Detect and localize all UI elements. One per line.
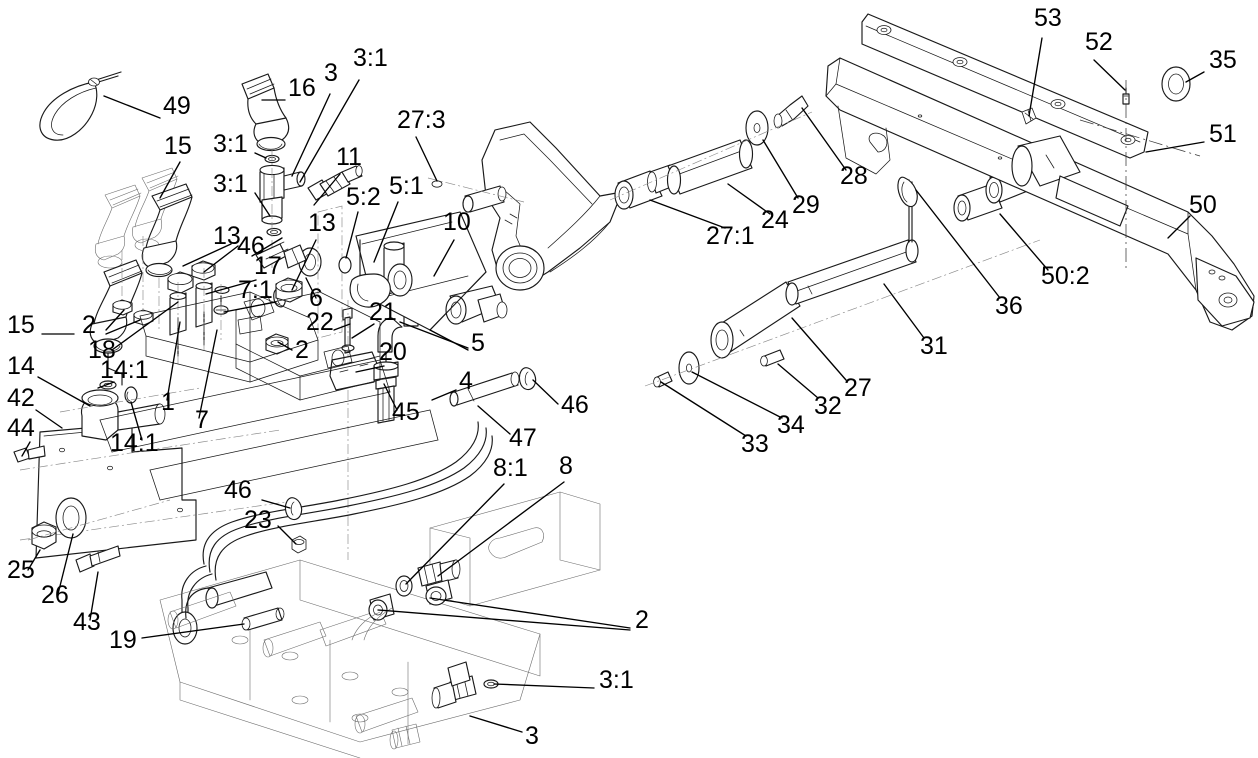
part-group-lift-arm-casting <box>427 121 623 291</box>
callout-42[interactable]: 42 <box>7 384 35 412</box>
part-group-50-boom <box>825 13 1255 331</box>
part-group-central-hardware <box>255 241 537 560</box>
part-group-46-23 <box>284 497 307 554</box>
callout-5[interactable]: 5 <box>471 329 485 357</box>
callout-10[interactable]: 10 <box>443 208 471 236</box>
callout-35[interactable]: 35 <box>1209 46 1237 74</box>
callout-2-c[interactable]: 2 <box>295 336 309 364</box>
callout-43[interactable]: 43 <box>73 608 101 636</box>
callout-51[interactable]: 51 <box>1209 120 1237 148</box>
callout-2-d[interactable]: 2 <box>635 606 649 634</box>
callout-29[interactable]: 29 <box>792 191 820 219</box>
callout-46-a[interactable]: 46 <box>237 232 265 260</box>
callout-32[interactable]: 32 <box>814 392 842 420</box>
part-group-31-cylinder <box>644 165 1041 388</box>
callout-8-1[interactable]: 8:1 <box>493 454 528 482</box>
part-group-hose-fittings-left <box>89 167 193 386</box>
callout-7[interactable]: 7 <box>195 406 209 434</box>
leader-lines <box>21 37 1205 733</box>
callout-5-1[interactable]: 5:1 <box>389 172 424 200</box>
callout-25[interactable]: 25 <box>7 556 35 584</box>
callout-21[interactable]: 21 <box>369 298 397 326</box>
part-8-1-seal <box>395 575 413 597</box>
callout-2-a[interactable]: 2 <box>82 311 96 339</box>
callout-23[interactable]: 23 <box>244 506 272 534</box>
callout-3-1-d[interactable]: 3:1 <box>599 666 634 694</box>
callout-18[interactable]: 18 <box>88 336 116 364</box>
callout-47[interactable]: 47 <box>509 424 537 452</box>
part-group-16-3-stack <box>241 73 363 308</box>
callout-19[interactable]: 19 <box>109 626 137 654</box>
callout-13-a[interactable]: 13 <box>213 222 241 250</box>
callout-22[interactable]: 22 <box>306 308 334 336</box>
part-29-washer <box>745 110 769 146</box>
callout-33[interactable]: 33 <box>741 430 769 458</box>
callout-3-1-a[interactable]: 3:1 <box>353 44 388 72</box>
callout-27-1[interactable]: 27:1 <box>706 222 755 250</box>
callout-44[interactable]: 44 <box>7 414 35 442</box>
part-group-3-bottom <box>389 661 499 750</box>
callout-17[interactable]: 17 <box>254 252 282 280</box>
callout-11[interactable]: 11 <box>336 143 362 171</box>
part-49-hose-clip <box>39 71 122 141</box>
callout-27-3[interactable]: 27:3 <box>397 106 446 134</box>
callout-27[interactable]: 27 <box>844 374 872 402</box>
callout-1[interactable]: 1 <box>161 388 175 416</box>
callout-45[interactable]: 45 <box>392 398 420 426</box>
part-group-manifold-posts <box>167 260 230 366</box>
callout-14-1-b[interactable]: 14:1 <box>110 429 159 457</box>
callout-52[interactable]: 52 <box>1085 28 1113 56</box>
callout-24[interactable]: 24 <box>761 206 789 234</box>
callout-5-2[interactable]: 5:2 <box>346 183 381 211</box>
callout-20[interactable]: 20 <box>379 338 407 366</box>
callout-50-2[interactable]: 50:2 <box>1041 262 1090 290</box>
callout-3-a[interactable]: 3 <box>324 59 338 87</box>
callout-6[interactable]: 6 <box>309 284 323 312</box>
callout-3-1-c[interactable]: 3:1 <box>213 170 248 198</box>
callout-50[interactable]: 50 <box>1189 191 1217 219</box>
callout-8[interactable]: 8 <box>559 452 573 480</box>
part-group-14-fitting <box>59 380 201 441</box>
callout-36[interactable]: 36 <box>995 292 1023 320</box>
callout-46-c[interactable]: 46 <box>224 476 252 504</box>
callout-15-a[interactable]: 15 <box>164 132 192 160</box>
callout-28[interactable]: 28 <box>840 162 868 190</box>
callout-4[interactable]: 4 <box>459 367 473 395</box>
callout-14[interactable]: 14 <box>7 352 35 380</box>
callout-7-1[interactable]: 7:1 <box>238 276 273 304</box>
part-2-seal-lower <box>425 586 447 606</box>
callout-31[interactable]: 31 <box>920 332 948 360</box>
callout-3-b[interactable]: 3 <box>525 722 539 750</box>
callout-3-1-b[interactable]: 3:1 <box>213 130 248 158</box>
callout-53[interactable]: 53 <box>1034 4 1062 32</box>
part-5-2-oring <box>338 256 352 274</box>
part-26-washer <box>55 497 87 539</box>
callout-26[interactable]: 26 <box>41 581 69 609</box>
part-group-27-cylinder <box>609 95 813 210</box>
part-46-seal-c <box>284 497 303 521</box>
callout-13-c[interactable]: 13 <box>308 209 336 237</box>
part-46-seal-b <box>518 367 537 391</box>
part-35-washer <box>1161 66 1191 102</box>
callout-14-1-a[interactable]: 14:1 <box>100 356 149 384</box>
callout-15-b[interactable]: 15 <box>7 311 35 339</box>
callout-49[interactable]: 49 <box>163 92 191 120</box>
callout-46-b[interactable]: 46 <box>561 391 589 419</box>
part-group-8-fittings <box>351 559 461 641</box>
callout-34[interactable]: 34 <box>777 411 805 439</box>
part-34-washer <box>678 351 700 385</box>
callout-16[interactable]: 16 <box>288 74 316 102</box>
